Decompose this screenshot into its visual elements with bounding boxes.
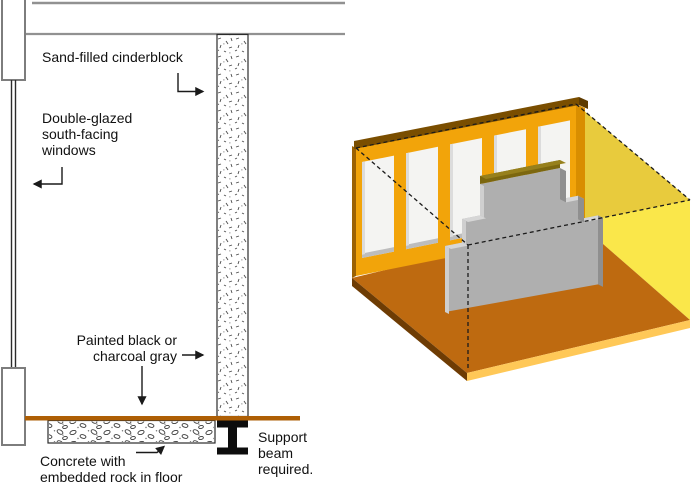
mass-wall-step-top bbox=[462, 215, 486, 222]
cinderblock-texture bbox=[218, 35, 247, 416]
sun-plane-outline bbox=[355, 103, 691, 371]
window-sill bbox=[406, 238, 438, 250]
support-beam bbox=[217, 420, 248, 455]
window-pane bbox=[450, 138, 482, 241]
mass-wall-end-face bbox=[598, 215, 603, 287]
beam-web bbox=[228, 427, 237, 448]
beam-bottom-flange bbox=[217, 447, 248, 455]
mass-wall-step-top bbox=[578, 215, 604, 223]
mass-wall-left-ends bbox=[445, 184, 484, 314]
mass-wall-cap-top bbox=[480, 160, 566, 179]
floor-edge-left bbox=[352, 278, 467, 381]
window-reveal bbox=[362, 161, 365, 255]
mass-wall-end-face bbox=[462, 219, 466, 245]
mass-wall-end-face bbox=[578, 195, 584, 223]
floor-surface-line bbox=[25, 416, 300, 421]
label-support-3: required. bbox=[258, 461, 313, 477]
dashed-edge-bottom bbox=[467, 199, 691, 246]
window-reveal bbox=[406, 152, 409, 246]
window-wall-cap bbox=[354, 97, 579, 149]
label-cinderblock: Sand-filled cinderblock bbox=[42, 49, 184, 65]
window-reveal bbox=[450, 143, 453, 238]
arrow-cinderblock bbox=[177, 73, 205, 97]
label-concrete-1: Concrete with bbox=[40, 453, 126, 469]
label-windows-1: Double-glazed bbox=[42, 110, 132, 126]
window-frame-bottom bbox=[1, 367, 26, 446]
arrow-windows bbox=[32, 167, 63, 189]
label-support-2: beam bbox=[258, 445, 293, 461]
mass-wall-end-face bbox=[445, 246, 449, 314]
floor-edge-front bbox=[467, 320, 690, 381]
mass-wall-end-face bbox=[560, 168, 566, 203]
window-wall-cap-end bbox=[579, 97, 588, 109]
label-painted-2: charcoal gray bbox=[93, 348, 177, 364]
label-concrete-2: embedded rock in floor bbox=[40, 469, 183, 485]
label-windows-3: windows bbox=[41, 142, 96, 158]
beam-top-flange bbox=[217, 420, 248, 428]
window-frame-top bbox=[1, 0, 26, 81]
mass-wall bbox=[445, 160, 604, 314]
window-pane bbox=[362, 155, 394, 258]
window-sill bbox=[362, 247, 394, 258]
window-pane bbox=[406, 146, 438, 250]
mass-wall-right-ends bbox=[560, 168, 603, 287]
room-illustration bbox=[352, 97, 691, 381]
dashed-edge-top bbox=[355, 103, 577, 149]
label-painted-1: Painted black or bbox=[77, 332, 178, 348]
mass-wall-step-top bbox=[445, 242, 468, 249]
mass-wall-end-face bbox=[480, 184, 484, 218]
label-support-1: Support bbox=[258, 429, 307, 445]
window-wall-left-edge bbox=[352, 146, 356, 278]
dashed-edge-left bbox=[355, 147, 469, 246]
label-windows-2: south-facing bbox=[42, 126, 118, 142]
cross-section: Sand-filled cinderblock Double-glazed so… bbox=[1, 0, 345, 485]
dashed-edge-right bbox=[575, 103, 691, 201]
arrow-concrete bbox=[136, 445, 166, 455]
concrete-texture bbox=[49, 421, 214, 442]
